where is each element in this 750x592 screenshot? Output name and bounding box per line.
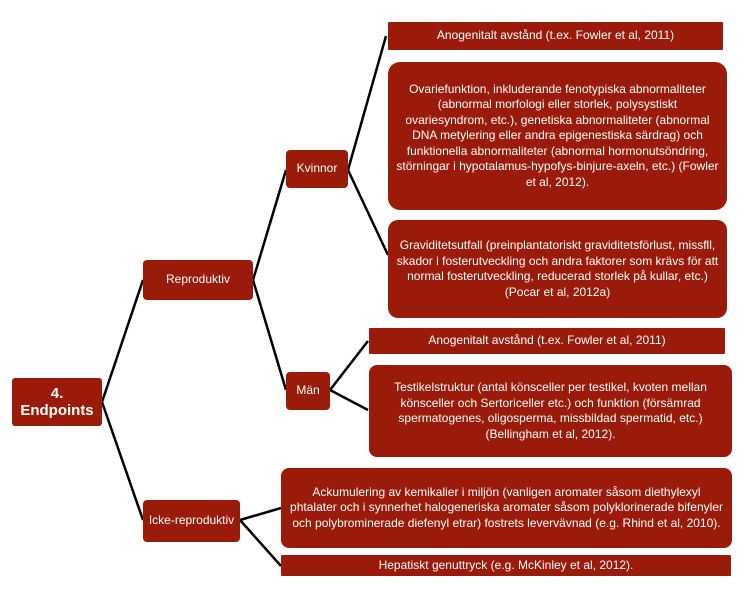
men-item-anogenital: Anogenitalt avstånd (t.ex. Fowler et al,… xyxy=(369,328,725,354)
node-men: Män xyxy=(286,372,330,410)
node-reproductive: Reproduktiv xyxy=(143,260,253,300)
women-item-anogenital: Anogenitalt avstånd (t.ex. Fowler et al,… xyxy=(388,22,723,50)
connector-women-item3 xyxy=(346,169,390,256)
node-nonreproductive: Icke-reproduktiv xyxy=(143,500,240,542)
root-node: 4. Endpoints xyxy=(12,378,102,426)
connector-nonrep-item1 xyxy=(239,506,282,522)
nonrep-item-hepatic: Hepatiskt genuttryck (e.g. McKinley et a… xyxy=(281,555,731,576)
connector-root-nonreproductive xyxy=(100,401,145,521)
connector-men-item1 xyxy=(329,340,369,391)
women-item-ovary: Ovariefunktion, inkluderande fenotypiska… xyxy=(388,62,727,210)
men-item-testis: Testikelstruktur (antal könsceller per t… xyxy=(369,365,732,457)
nonrep-item-accumulation: Ackumulering av kemikalier i miljön (van… xyxy=(281,468,732,548)
connector-reproductive-women xyxy=(251,169,288,281)
connector-reproductive-men xyxy=(251,279,288,391)
connector-men-item2 xyxy=(329,388,369,412)
connector-root-reproductive xyxy=(100,279,145,403)
women-item-pregnancy: Graviditetsutfall (preinplantatoriskt gr… xyxy=(388,220,727,318)
node-women: Kvinnor xyxy=(286,150,348,188)
connector-nonrep-item2 xyxy=(239,519,282,567)
connector-women-item1 xyxy=(346,35,388,171)
